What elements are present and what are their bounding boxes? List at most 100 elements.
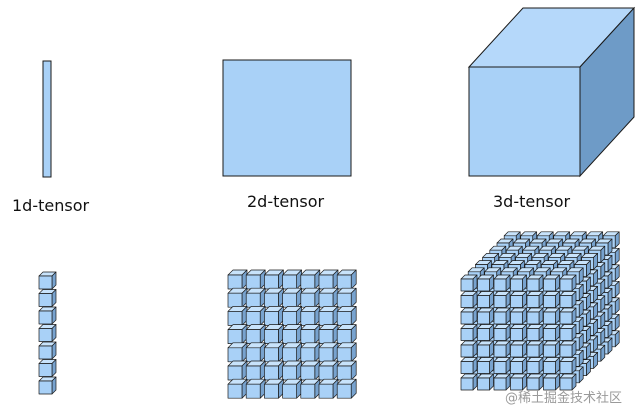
small-cube	[460, 357, 478, 374]
small-cube	[543, 274, 560, 292]
small-cube	[526, 307, 544, 325]
small-cube	[493, 307, 511, 325]
small-cube	[245, 360, 266, 381]
label-2d-tensor: 2d-tensor	[247, 192, 325, 211]
small-cube	[543, 291, 560, 308]
small-cube	[460, 291, 478, 308]
small-cube	[336, 324, 357, 344]
small-cube	[245, 269, 266, 290]
small-cube	[300, 306, 321, 326]
small-cube	[300, 324, 321, 344]
small-cube	[282, 306, 302, 326]
small-cube	[264, 324, 284, 344]
small-cube	[38, 271, 57, 290]
small-cube	[282, 287, 302, 308]
small-cube	[493, 340, 511, 358]
small-cube	[318, 378, 339, 399]
small-cube	[543, 340, 560, 358]
small-cube	[264, 360, 284, 381]
small-cube	[318, 287, 339, 308]
small-cube	[336, 342, 357, 363]
small-cube	[282, 324, 302, 344]
small-cube	[264, 378, 284, 399]
small-cube	[227, 342, 248, 363]
small-cube	[245, 378, 266, 399]
small-cube	[336, 360, 357, 381]
small-cube	[477, 307, 494, 325]
small-cube	[493, 373, 511, 391]
small-cube	[38, 306, 57, 325]
watermark: @稀土掘金技术社区	[505, 391, 623, 406]
small-cube	[559, 340, 577, 358]
small-cube	[300, 269, 321, 290]
small-cube	[282, 378, 302, 399]
small-cube	[510, 340, 527, 358]
small-cube	[460, 307, 478, 325]
small-cube	[477, 291, 494, 308]
small-cube	[526, 357, 544, 374]
small-cube	[477, 357, 494, 374]
small-cube	[300, 342, 321, 363]
small-cube	[526, 291, 544, 308]
small-cube	[526, 340, 544, 358]
small-cube	[493, 324, 511, 341]
small-cube	[245, 287, 266, 308]
small-cube	[526, 274, 544, 292]
small-cube	[264, 306, 284, 326]
small-cube	[318, 360, 339, 381]
small-cube	[477, 340, 494, 358]
small-cube	[264, 287, 284, 308]
small-cube	[543, 357, 560, 374]
small-cube	[559, 373, 577, 391]
small-cube	[38, 359, 57, 377]
small-cube	[300, 360, 321, 381]
small-cube	[318, 324, 339, 344]
small-cube	[227, 287, 248, 308]
small-cube	[336, 306, 357, 326]
small-cube	[559, 274, 577, 292]
label-3d-tensor: 3d-tensor	[493, 192, 571, 211]
small-cube	[282, 269, 302, 290]
small-cube	[526, 324, 544, 341]
three-d-tensor-cube	[467, 6, 636, 178]
small-cube	[227, 378, 248, 399]
small-cube	[493, 274, 511, 292]
small-cube	[510, 274, 527, 292]
small-cube	[227, 269, 248, 290]
small-cube	[38, 341, 57, 360]
small-cube	[510, 324, 527, 341]
two-d-tensor-square	[222, 59, 352, 177]
small-cube	[460, 373, 478, 391]
small-cube	[38, 289, 57, 307]
small-cube	[336, 269, 357, 290]
small-cube	[510, 357, 527, 374]
small-cube	[493, 291, 511, 308]
small-cube	[460, 324, 478, 341]
cube-front-face	[468, 66, 581, 177]
small-cube	[477, 274, 494, 292]
small-cube	[227, 306, 248, 326]
small-cube	[318, 269, 339, 290]
small-cube	[460, 274, 478, 292]
small-cube	[264, 342, 284, 363]
small-cube	[245, 342, 266, 363]
small-cube	[559, 307, 577, 325]
small-cube	[38, 376, 57, 395]
one-d-tensor-bar	[42, 60, 52, 178]
small-cube	[282, 360, 302, 381]
small-cube	[38, 324, 57, 342]
small-cube	[282, 342, 302, 363]
small-cube	[227, 360, 248, 381]
small-cube	[559, 324, 577, 341]
small-cube	[477, 373, 494, 391]
small-cube	[543, 307, 560, 325]
small-cube	[318, 342, 339, 363]
small-cube	[543, 324, 560, 341]
small-cube	[559, 291, 577, 308]
small-cube	[300, 287, 321, 308]
small-cube	[510, 307, 527, 325]
one-d-small-cubes	[38, 271, 57, 395]
three-d-small-cubes	[460, 231, 620, 391]
small-cube	[336, 287, 357, 308]
